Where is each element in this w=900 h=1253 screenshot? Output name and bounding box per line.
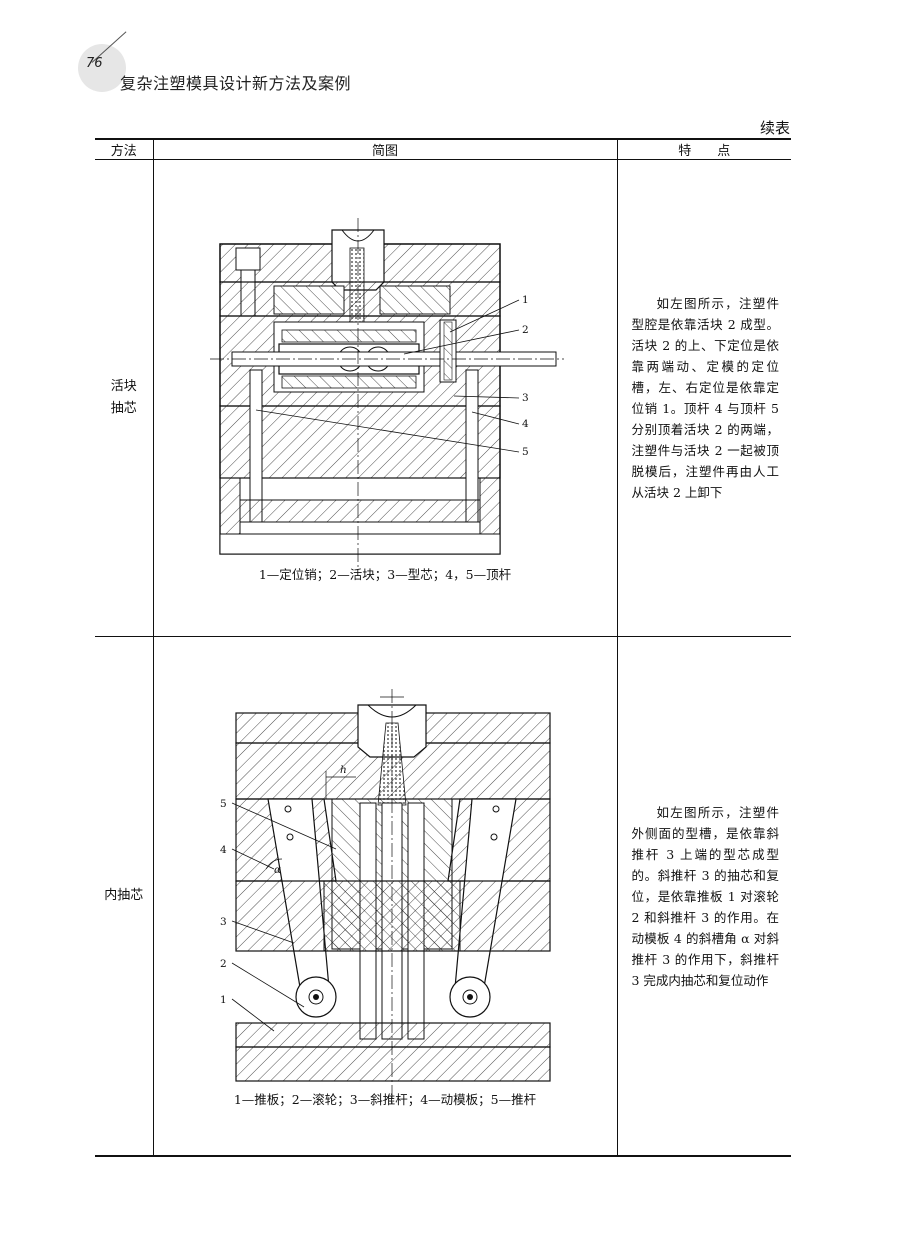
- diagram-label-4: 4: [220, 844, 227, 856]
- diagram-label-5: 5: [522, 446, 529, 458]
- continued-label: 续表: [759, 119, 790, 137]
- column-header-method: 方法: [95, 138, 153, 160]
- method-label: 活块 抽芯: [110, 379, 137, 416]
- method-label: 内抽芯: [104, 888, 144, 903]
- diagram-cell: h α 5 4 3 2 1 1—推板；2—滚轮；3—斜推杆；4—动模板: [152, 636, 617, 1157]
- page-number: 76: [86, 56, 103, 71]
- diagram-label-1: 1: [220, 994, 227, 1006]
- method-cell: 内抽芯: [95, 636, 153, 1157]
- diagram-label-5: 5: [220, 798, 227, 810]
- features-text: 如左图所示，注塑件外侧面的型槽，是依靠斜推杆 3 上端的型芯成型的。斜推杆 3 …: [631, 804, 780, 988]
- diagram-caption: 1—推板；2—滚轮；3—斜推杆；4—动模板；5—推杆: [233, 1092, 537, 1107]
- diagram-label-2: 2: [220, 958, 227, 970]
- column-header-diagram: 简图: [152, 138, 617, 160]
- table-header-row: 方法 简图 特 点: [95, 138, 791, 160]
- page-header: 76 复杂注塑模具设计新方法及案例: [0, 0, 900, 110]
- book-title: 复杂注塑模具设计新方法及案例: [120, 74, 352, 93]
- diagram-cell: 1 2 3 4 5 1—定位销；2—活块；3—型芯；4，5—顶杆: [152, 159, 617, 637]
- features-text: 如左图所示，注塑件型腔是依靠活块 2 成型。活块 2 的上、下定位是依靠两端动、…: [631, 296, 780, 500]
- continued-table: 方法 简图 特 点 活块 抽芯: [95, 138, 791, 1157]
- diagram-label-3: 3: [522, 392, 529, 404]
- diagram-caption: 1—定位销；2—活块；3—型芯；4，5—顶杆: [258, 567, 512, 582]
- column-header-features: 特 点: [616, 138, 791, 160]
- angle-alpha: α: [274, 864, 281, 876]
- inner-core-pull-diagram: h α 5 4 3 2 1: [220, 689, 551, 1105]
- features-cell: 如左图所示，注塑件外侧面的型槽，是依靠斜推杆 3 上端的型芯成型的。斜推杆 3 …: [616, 636, 791, 1157]
- table-row: 内抽芯: [95, 636, 791, 1157]
- loose-core-mold-diagram: 1 2 3 4 5: [209, 218, 564, 570]
- diagram-label-4: 4: [522, 418, 529, 430]
- dimension-h: h: [340, 764, 347, 776]
- method-cell: 活块 抽芯: [95, 159, 153, 637]
- diagram-label-3: 3: [220, 916, 227, 928]
- features-cell: 如左图所示，注塑件型腔是依靠活块 2 成型。活块 2 的上、下定位是依靠两端动、…: [616, 159, 791, 637]
- table-row: 活块 抽芯: [95, 159, 791, 637]
- diagram-label-2: 2: [522, 324, 529, 336]
- diagram-label-1: 1: [522, 294, 529, 306]
